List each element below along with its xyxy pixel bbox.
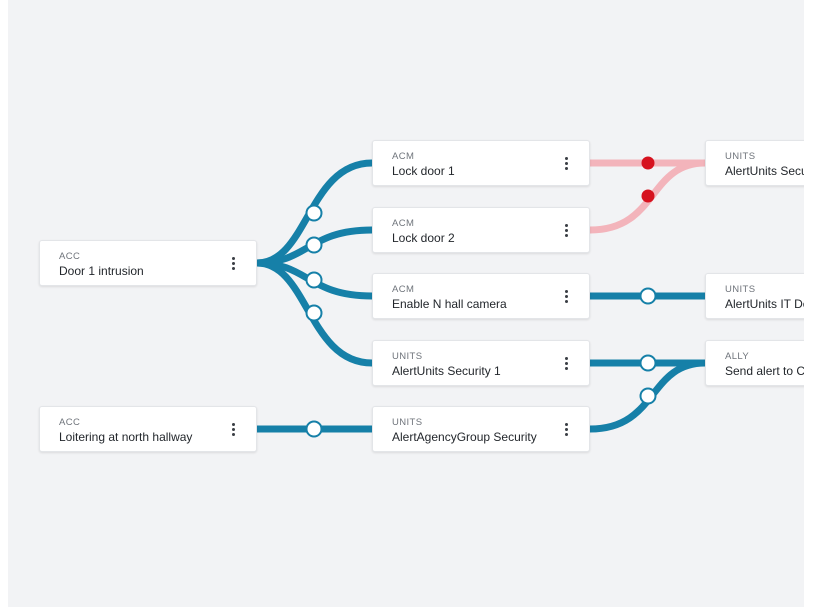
node-enable-camera[interactable]: ACM Enable N hall camera <box>372 273 590 319</box>
node-category: UNITS <box>392 351 423 362</box>
node-send-alert[interactable]: ALLY Send alert to CA <box>705 340 804 386</box>
connection-handle[interactable] <box>639 354 657 372</box>
node-title: Enable N hall camera <box>392 297 507 311</box>
blocked-connection-marker[interactable] <box>641 189 655 203</box>
node-alertunits-secu[interactable]: UNITS AlertUnits Secu <box>705 140 804 186</box>
node-loitering[interactable]: ACC Loitering at north hallway <box>39 406 257 452</box>
connection-handle[interactable] <box>305 271 323 289</box>
connection-handle[interactable] <box>305 236 323 254</box>
node-category: ACM <box>392 151 415 162</box>
node-category: ALLY <box>725 351 750 362</box>
node-title: AlertUnits IT De <box>725 297 804 311</box>
node-category: UNITS <box>725 284 756 295</box>
kebab-menu-icon[interactable] <box>561 289 571 305</box>
kebab-menu-icon[interactable] <box>561 223 571 239</box>
node-lock-door-2[interactable]: ACM Lock door 2 <box>372 207 590 253</box>
blocked-connection-marker[interactable] <box>641 156 655 170</box>
node-category: UNITS <box>392 417 423 428</box>
connection-handle[interactable] <box>639 287 657 305</box>
node-category: ACM <box>392 218 415 229</box>
node-lock-door-1[interactable]: ACM Lock door 1 <box>372 140 590 186</box>
node-title: Lock door 2 <box>392 231 455 245</box>
node-category: ACC <box>59 417 81 428</box>
node-title: Lock door 1 <box>392 164 455 178</box>
kebab-menu-icon[interactable] <box>228 422 238 438</box>
node-door-intrusion[interactable]: ACC Door 1 intrusion <box>39 240 257 286</box>
kebab-menu-icon[interactable] <box>228 256 238 272</box>
node-title: AlertUnits Secu <box>725 164 804 178</box>
node-alertunits-security-1[interactable]: UNITS AlertUnits Security 1 <box>372 340 590 386</box>
node-category: ACC <box>59 251 81 262</box>
kebab-menu-icon[interactable] <box>561 356 571 372</box>
node-category: UNITS <box>725 151 756 162</box>
node-title: Door 1 intrusion <box>59 264 144 278</box>
node-alertagencygroup-security[interactable]: UNITS AlertAgencyGroup Security <box>372 406 590 452</box>
node-title: AlertUnits Security 1 <box>392 364 501 378</box>
kebab-menu-icon[interactable] <box>561 156 571 172</box>
connection-handle[interactable] <box>639 387 657 405</box>
node-title: Send alert to CA <box>725 364 804 378</box>
kebab-menu-icon[interactable] <box>561 422 571 438</box>
connection-handle[interactable] <box>305 420 323 438</box>
node-title: AlertAgencyGroup Security <box>392 430 537 444</box>
node-title: Loitering at north hallway <box>59 430 193 444</box>
connection-handle[interactable] <box>305 204 323 222</box>
workflow-canvas[interactable]: ACC Door 1 intrusion ACC Loitering at no… <box>8 0 804 607</box>
connections-layer <box>253 156 709 438</box>
connection-handle[interactable] <box>305 304 323 322</box>
node-category: ACM <box>392 284 415 295</box>
node-alertunits-it[interactable]: UNITS AlertUnits IT De <box>705 273 804 319</box>
